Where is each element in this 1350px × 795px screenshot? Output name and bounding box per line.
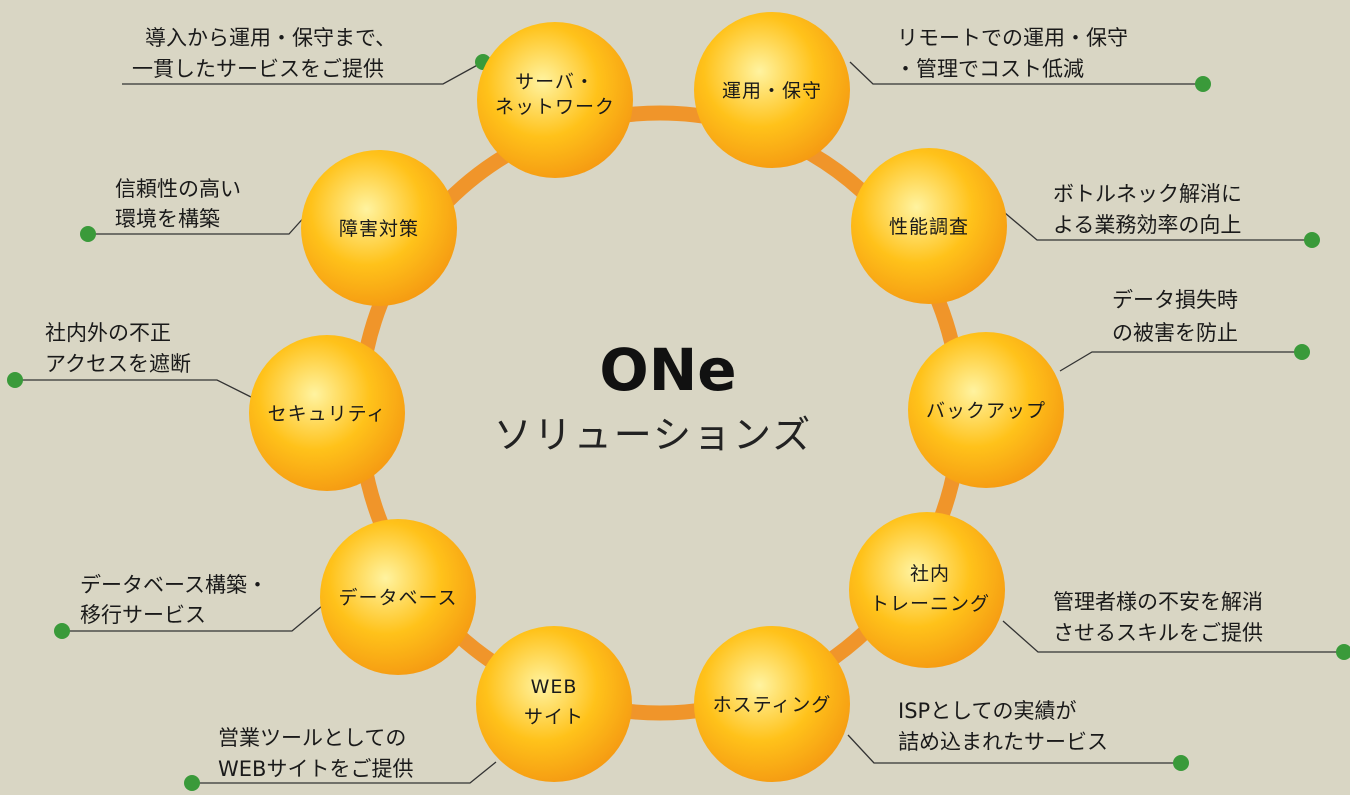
- node-performance-survey: 性能調査: [851, 148, 1007, 304]
- node-hosting: ホスティング: [694, 626, 850, 782]
- leader-lines: [7, 54, 1350, 791]
- leader-dot-operation-maintenance: [1195, 76, 1211, 92]
- node-server-network: サーバ・ネットワーク: [477, 22, 633, 178]
- node-circle-server-network: [477, 22, 633, 178]
- description-operation-maintenance: ・管理でコスト低減: [895, 57, 1084, 81]
- node-failure-countermeasure: 障害対策: [301, 150, 457, 306]
- node-label-web-site: WEB: [531, 676, 578, 698]
- node-label-operation-maintenance: 運用・保守: [722, 80, 822, 102]
- description-failure-countermeasure: 信頼性の高い: [115, 177, 241, 201]
- leader-line-internal-training: [1002, 620, 1344, 653]
- description-web-site: 営業ツールとしての: [218, 726, 406, 750]
- description-security: アクセスを遮断: [45, 352, 191, 376]
- node-label-security: セキュリティ: [268, 403, 387, 425]
- description-security: 社内外の不正: [45, 321, 171, 345]
- leader-line-database: [62, 605, 323, 632]
- description-performance-survey: よる業務効率の向上: [1053, 213, 1241, 237]
- description-database: 移行サービス: [80, 603, 206, 627]
- description-server-network: 導入から運用・保守まで、: [145, 26, 396, 50]
- node-label-web-site: サイト: [524, 706, 584, 728]
- leader-line-performance-survey: [1004, 212, 1312, 241]
- description-hosting: ISPとしての実績が: [898, 699, 1077, 723]
- node-circle-performance-survey: [851, 148, 1007, 304]
- leader-dot-security: [7, 372, 23, 388]
- node-label-internal-training: 社内: [910, 563, 950, 585]
- solution-descriptions: 導入から運用・保守まで、一貫したサービスをご提供 リモートでの運用・保守・管理でコ…: [45, 26, 1263, 781]
- leader-dot-database: [54, 623, 70, 639]
- node-label-hosting: ホスティング: [713, 694, 832, 716]
- node-label-internal-training: トレーニング: [870, 593, 990, 615]
- description-internal-training: 管理者様の不安を解消: [1053, 590, 1263, 614]
- node-operation-maintenance: 運用・保守: [694, 12, 850, 168]
- node-circle-backup: [908, 332, 1064, 488]
- brand-title: ONe: [599, 336, 736, 404]
- node-circle-web-site: [476, 626, 632, 782]
- node-label-database: データベース: [338, 587, 457, 609]
- node-circle-hosting: [694, 626, 850, 782]
- leader-dot-hosting: [1173, 755, 1189, 771]
- leader-dot-internal-training: [1336, 644, 1350, 660]
- leader-line-operation-maintenance: [849, 61, 1203, 85]
- node-security: セキュリティ: [249, 335, 405, 491]
- brand-subtitle: ソリューションズ: [494, 413, 812, 457]
- node-circle-security: [249, 335, 405, 491]
- description-backup: データ損失時: [1112, 288, 1238, 312]
- node-label-backup: バックアップ: [926, 400, 1046, 422]
- description-database: データベース構築・: [80, 573, 268, 597]
- leader-line-security: [15, 379, 254, 399]
- node-circle-internal-training: [849, 512, 1005, 668]
- leader-line-hosting: [847, 734, 1181, 764]
- description-operation-maintenance: リモートでの運用・保守: [897, 26, 1128, 50]
- description-backup: の被害を防止: [1112, 321, 1238, 345]
- leader-line-web-site: [192, 761, 497, 784]
- node-database: データベース: [320, 519, 476, 675]
- description-failure-countermeasure: 環境を構築: [115, 207, 220, 231]
- node-web-site: WEB サイト: [476, 626, 632, 782]
- node-circle-failure-countermeasure: [301, 150, 457, 306]
- description-hosting: 詰め込まれたサービス: [898, 730, 1108, 754]
- description-server-network: 一貫したサービスをご提供: [132, 57, 384, 81]
- leader-dot-performance-survey: [1304, 232, 1320, 248]
- description-performance-survey: ボトルネック解消に: [1053, 182, 1242, 206]
- leader-dot-web-site: [184, 775, 200, 791]
- node-label-failure-countermeasure: 障害対策: [339, 218, 419, 240]
- description-web-site: WEBサイトをご提供: [218, 757, 413, 781]
- node-label-performance-survey: 性能調査: [889, 216, 969, 238]
- node-backup: バックアップ: [908, 332, 1064, 488]
- leader-line-server-network: [122, 61, 484, 85]
- description-internal-training: させるスキルをご提供: [1053, 621, 1263, 645]
- node-label-server-network: サーバ・: [515, 71, 595, 93]
- leader-line-backup: [1059, 351, 1302, 372]
- node-label-server-network: ネットワーク: [495, 96, 615, 118]
- node-circle-database: [320, 519, 476, 675]
- leader-dot-backup: [1294, 344, 1310, 360]
- leader-dot-failure-countermeasure: [80, 226, 96, 242]
- node-circle-operation-maintenance: [694, 12, 850, 168]
